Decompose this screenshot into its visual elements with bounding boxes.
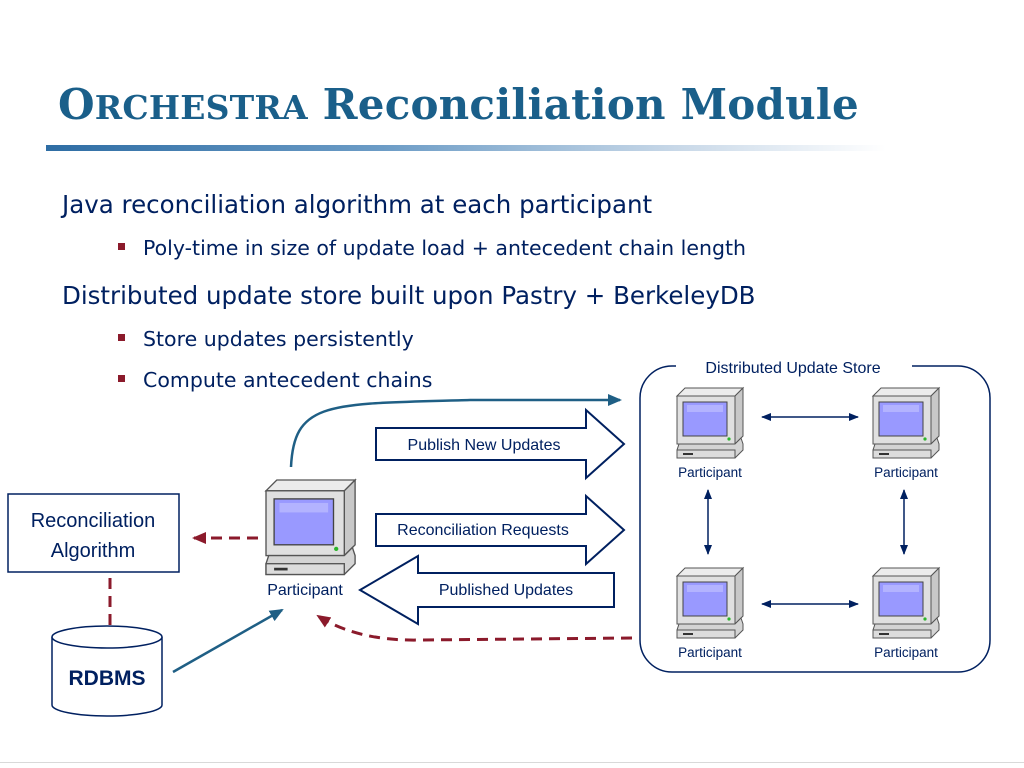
rdbms-database-icon	[51, 625, 163, 717]
algorithm-label-line1: Reconciliation	[31, 510, 156, 532]
store-participant-label: Participant	[678, 465, 742, 480]
bullet-level1: Distributed update store built upon Past…	[62, 281, 756, 310]
distributed-update-store: Distributed Update Store Participant Par…	[639, 356, 991, 673]
published-updates-arrow: Published Updates	[358, 554, 615, 626]
return-updates-dashed-arrow	[316, 614, 633, 642]
store-participant-computer-icon	[872, 567, 940, 639]
bullet-level2: Compute antecedent chains	[118, 368, 432, 392]
footer-divider	[0, 762, 1024, 763]
store-participant-label: Participant	[874, 465, 938, 480]
reconciliation-requests-arrow: Reconciliation Requests	[375, 493, 626, 567]
store-participant-label: Participant	[874, 645, 938, 660]
bullet-square-icon	[118, 333, 125, 341]
store-label-background	[676, 356, 912, 378]
reconciliation-requests-label: Reconciliation Requests	[397, 522, 569, 539]
store-participant-label: Participant	[678, 645, 742, 660]
store-participant-computer-icon	[676, 387, 744, 459]
bullet-level1: Java reconciliation algorithm at each pa…	[62, 190, 653, 219]
local-participant-computer-icon	[265, 479, 356, 576]
store-participant-computer-icon	[872, 387, 940, 459]
bullet-level2: Poly-time in size of update load + antec…	[118, 236, 746, 260]
algorithm-label-line2: Algorithm	[51, 540, 135, 562]
published-updates-label: Published Updates	[439, 582, 573, 599]
publish-new-updates-label: Publish New Updates	[408, 437, 561, 454]
store-participant-computer-icon	[676, 567, 744, 639]
bullet-level2: Store updates persistently	[118, 327, 414, 351]
reconciliation-algorithm-box	[7, 493, 180, 573]
local-participant-label: Participant	[267, 582, 343, 599]
slide-title: ORCHESTRA Reconciliation Module	[58, 80, 859, 129]
bullet-square-icon	[118, 374, 125, 382]
rdbms-to-participant-arrow	[172, 608, 284, 674]
publish-connector-arrow	[289, 394, 622, 468]
bullet-square-icon	[118, 242, 125, 250]
title-underline	[46, 145, 886, 151]
publish-new-updates-arrow: Publish New Updates	[375, 407, 626, 481]
store-label: Distributed Update Store	[705, 360, 880, 377]
rdbms-label: RDBMS	[69, 667, 146, 690]
